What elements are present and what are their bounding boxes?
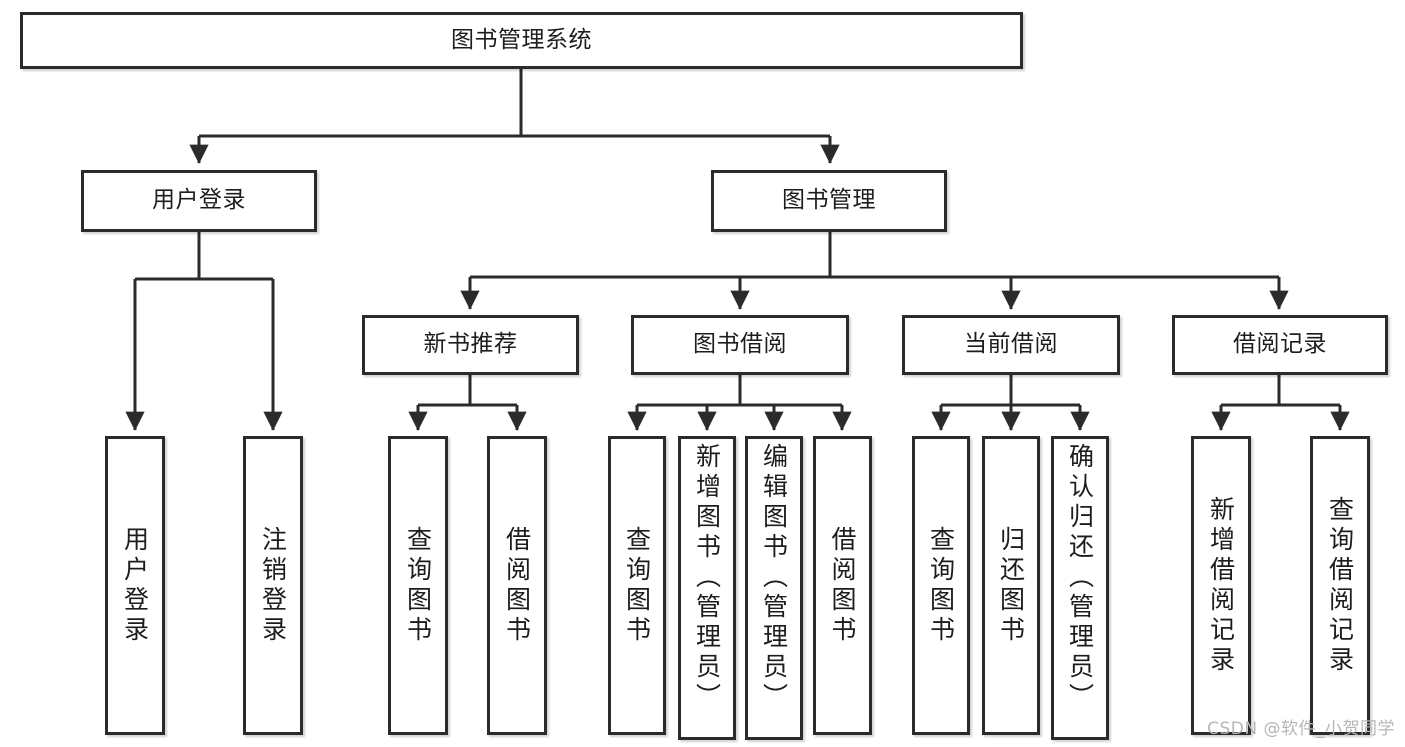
node-label: 借阅图书 (828, 525, 857, 646)
node-label: 注销登录 (258, 525, 288, 646)
watermark: CSDN @软件_小贺同学 (1207, 719, 1395, 739)
node-leaf-confirm-return[interactable]: 确认归还（管理员） (1051, 436, 1109, 740)
node-root-system[interactable]: 图书管理系统 (20, 12, 1023, 69)
node-label: 图书借阅 (693, 331, 787, 358)
node-label: 图书管理 (782, 187, 876, 214)
node-current-borrow[interactable]: 当前借阅 (902, 315, 1120, 375)
node-leaf-add-borrow-record[interactable]: 新增借阅记录 (1191, 436, 1251, 735)
node-book-manage[interactable]: 图书管理 (711, 170, 947, 232)
node-leaf-borrow-book-2[interactable]: 借阅图书 (813, 436, 872, 735)
node-label: 查询图书 (403, 525, 433, 646)
node-new-book-recommend[interactable]: 新书推荐 (362, 315, 579, 375)
node-label: 查询借阅记录 (1325, 495, 1355, 676)
node-label: 图书管理系统 (451, 26, 592, 53)
node-label: 查询图书 (622, 525, 652, 646)
node-leaf-return-book[interactable]: 归还图书 (982, 436, 1040, 735)
node-borrow-record[interactable]: 借阅记录 (1172, 315, 1388, 375)
node-leaf-query-book-3[interactable]: 查询图书 (912, 436, 970, 735)
node-leaf-query-borrow-record[interactable]: 查询借阅记录 (1310, 436, 1370, 735)
node-leaf-query-book-2[interactable]: 查询图书 (608, 436, 666, 735)
node-label: 新增图书（管理员） (692, 443, 722, 713)
node-label: 确认归还（管理员） (1065, 443, 1095, 713)
node-leaf-borrow-book-1[interactable]: 借阅图书 (487, 436, 547, 735)
node-label: 借阅图书 (502, 525, 532, 646)
node-label: 借阅记录 (1233, 331, 1327, 358)
node-leaf-add-book[interactable]: 新增图书（管理员） (678, 436, 736, 740)
node-book-borrow[interactable]: 图书借阅 (631, 315, 849, 375)
node-leaf-query-book-1[interactable]: 查询图书 (388, 436, 448, 735)
node-label: 新增借阅记录 (1206, 495, 1236, 676)
node-label: 用户登录 (120, 525, 150, 646)
node-leaf-user-logout[interactable]: 注销登录 (243, 436, 303, 735)
node-leaf-user-login[interactable]: 用户登录 (105, 436, 165, 735)
node-label: 归还图书 (996, 525, 1026, 646)
node-label: 编辑图书（管理员） (759, 443, 789, 713)
node-label: 查询图书 (926, 525, 956, 646)
node-label: 新书推荐 (423, 331, 518, 358)
node-user-login[interactable]: 用户登录 (81, 170, 317, 232)
node-label: 当前借阅 (964, 331, 1058, 358)
node-leaf-edit-book[interactable]: 编辑图书（管理员） (745, 436, 803, 740)
node-label: 用户登录 (152, 187, 246, 214)
